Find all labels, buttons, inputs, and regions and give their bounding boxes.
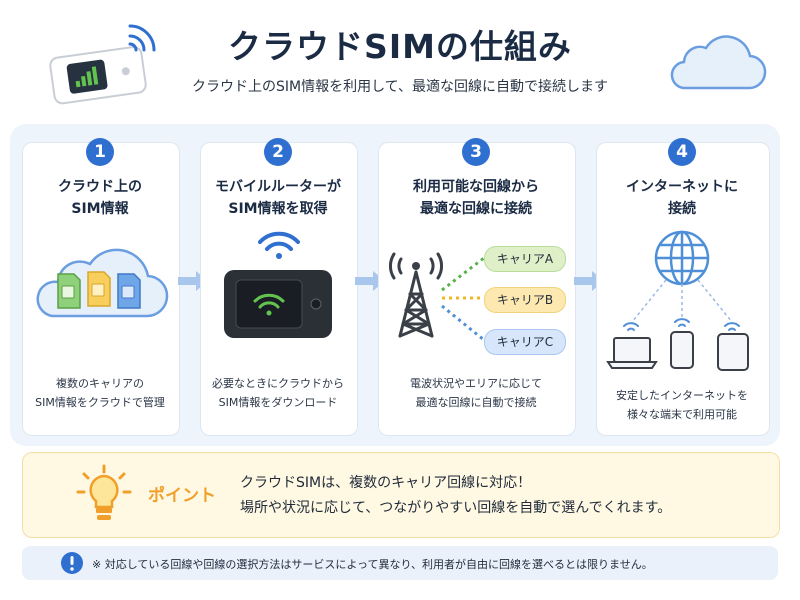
wifi-icon xyxy=(258,231,300,259)
router-header-icon xyxy=(49,24,156,105)
page-subtitle: クラウド上のSIM情報を利用して、最適な回線に自動で接続します xyxy=(192,79,608,95)
carrier-b-pill: キャリアB xyxy=(484,287,566,313)
step-title: インターネットに接続 xyxy=(626,179,738,217)
carrier-lines xyxy=(441,256,485,342)
cloud-header-icon xyxy=(670,35,767,90)
cloud-sim-icon xyxy=(36,248,169,318)
point-label: ポイント xyxy=(148,486,216,506)
arrow-right-icon xyxy=(355,271,385,291)
carrier-c-pill: キャリアC xyxy=(484,329,566,355)
step-title: 利用可能な回線から最適な回線に接続 xyxy=(413,179,539,217)
point-text-line2: 場所や状況に応じて、つながりやすい回線を自動で選んでくれます。 xyxy=(240,500,672,516)
carrier-a-pill: キャリアA xyxy=(484,246,566,272)
note-box xyxy=(22,546,778,580)
lightbulb-icon xyxy=(76,464,132,520)
step-number-badge: 4 xyxy=(668,138,696,166)
info-exclamation-icon xyxy=(61,552,83,574)
point-text-line1: クラウドSIMは、複数のキャリア回線に対応！ xyxy=(240,475,532,491)
globe-devices-icon xyxy=(606,230,749,371)
step-description: 安定したインターネットを様々な端末で利用可能 xyxy=(616,389,748,421)
step-number-badge: 2 xyxy=(264,138,292,166)
step-description: 電波状況やエリアに応じて最適な回線に自動で接続 xyxy=(410,377,542,409)
mobile-router-icon xyxy=(224,270,332,338)
point-box xyxy=(22,452,780,538)
note-text: ※ 対応している回線や回線の選択方法はサービスによって異なり、利用者が自由に回線… xyxy=(92,558,653,571)
cell-tower-icon xyxy=(389,252,443,338)
step-number-badge: 3 xyxy=(462,138,490,166)
page-title: クラウドSIMの仕組み xyxy=(228,27,572,66)
step-number-badge: 1 xyxy=(86,138,114,166)
